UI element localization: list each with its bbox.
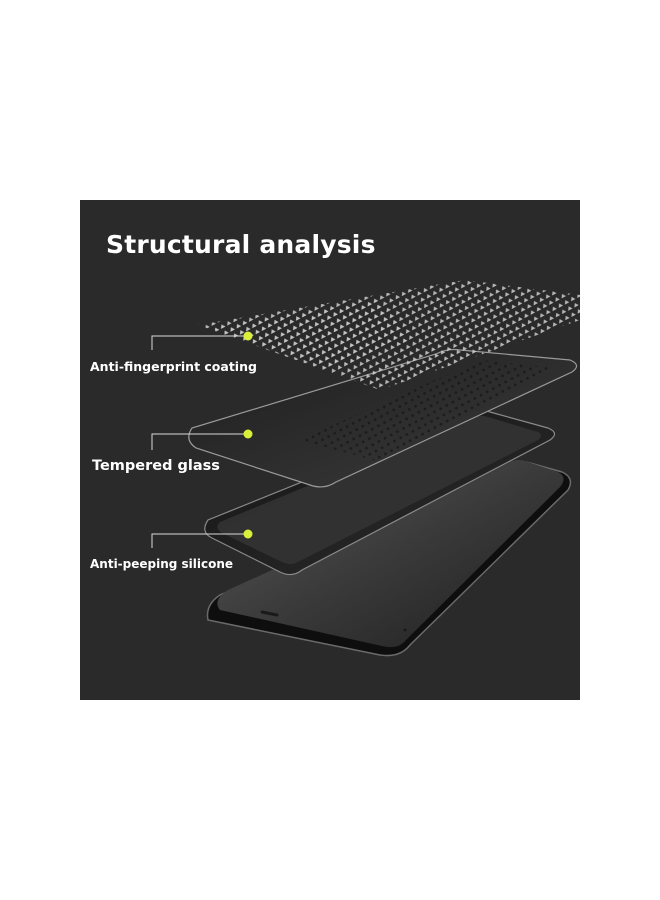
phone-body bbox=[206, 460, 572, 657]
callout-anti-fingerprint bbox=[151, 331, 253, 350]
structural-analysis-image: Structural analysis Anti-fingerprint coa… bbox=[80, 200, 580, 700]
callout-dot bbox=[243, 331, 253, 341]
anti-fingerprint-coating-layer bbox=[198, 280, 580, 390]
layer-label-anti-fingerprint: Anti-fingerprint coating bbox=[90, 359, 257, 374]
layer-label-tempered-glass: Tempered glass bbox=[92, 458, 220, 474]
callout-tempered-glass bbox=[151, 429, 253, 450]
callout-dot bbox=[243, 529, 253, 539]
callout-anti-peeping bbox=[151, 529, 253, 548]
layer-illustration bbox=[151, 280, 580, 657]
image-title: Structural analysis bbox=[106, 230, 376, 259]
callout-dot bbox=[243, 429, 253, 439]
layer-label-anti-peeping: Anti-peeping silicone bbox=[90, 557, 234, 571]
